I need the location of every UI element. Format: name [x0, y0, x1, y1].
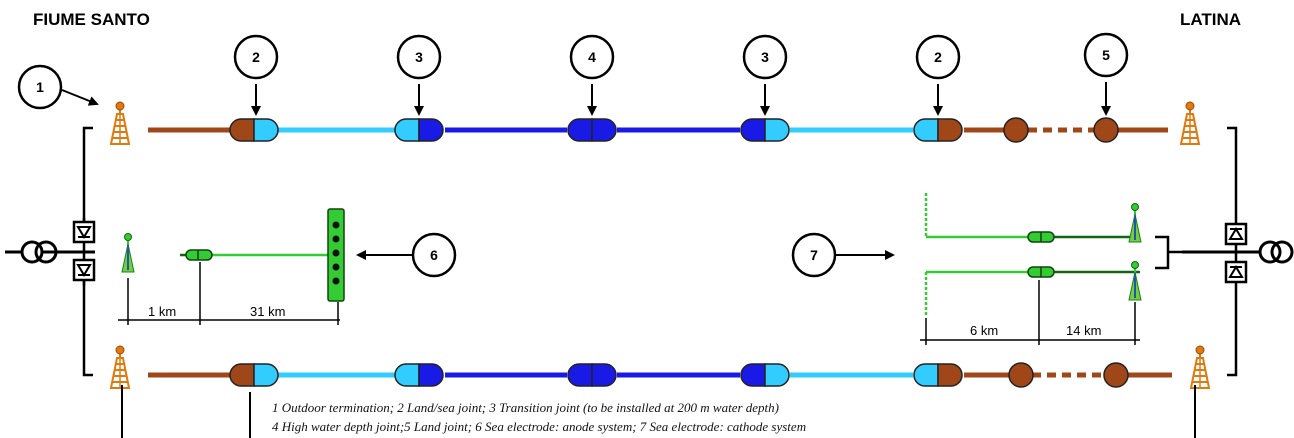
- callout-3: 3: [396, 34, 442, 116]
- high-water-depth-joint: [567, 363, 617, 387]
- cathode-distance-scale: [920, 280, 1140, 345]
- land-joint: [1093, 117, 1119, 143]
- land-sea-joint: [913, 363, 963, 387]
- svg-text:1: 1: [36, 79, 44, 95]
- callout-2: 2: [915, 34, 961, 116]
- distance-label-anode-sea: 31 km: [250, 304, 285, 319]
- converter-valve-icon: [1224, 222, 1248, 246]
- svg-text:4: 4: [588, 49, 596, 65]
- land-joint: [1003, 117, 1029, 143]
- distance-label-anode-land: 1 km: [148, 304, 176, 319]
- high-water-depth-joint: [567, 118, 617, 142]
- land-joint: [1008, 362, 1034, 388]
- outdoor-termination-icon: [110, 101, 130, 145]
- distance-label-cathode-sea: 14 km: [1066, 323, 1101, 338]
- anode-distance-scale: [118, 262, 340, 325]
- callout-3: 3: [742, 34, 788, 116]
- svg-text:7: 7: [810, 247, 818, 263]
- svg-text:6: 6: [430, 247, 438, 263]
- callout-4: 4: [569, 34, 615, 116]
- transition-joint: [394, 118, 444, 142]
- legend-caption-line-1: 1 Outdoor termination; 2 Land/sea joint;…: [272, 400, 779, 415]
- callout-5: 5: [1083, 32, 1129, 116]
- converter-valve-icon: [72, 258, 96, 282]
- outdoor-termination-icon: [1190, 345, 1210, 389]
- outdoor-termination-icon: [1180, 101, 1200, 145]
- svg-text:2: 2: [252, 49, 260, 65]
- site-label-latina: LATINA: [1180, 10, 1242, 29]
- anode-electrode-system: [121, 208, 345, 302]
- land-sea-joint: [229, 118, 279, 142]
- svg-text:3: 3: [761, 49, 769, 65]
- callout-6: 6: [356, 232, 457, 278]
- callout-7: 7: [791, 232, 895, 278]
- land-sea-joint: [913, 118, 963, 142]
- converter-station-right: [1155, 126, 1294, 438]
- converter-valve-icon: [72, 220, 96, 244]
- transition-joint: [394, 363, 444, 387]
- site-label-fiume-santo: FIUME SANTO: [33, 10, 150, 29]
- svg-text:5: 5: [1102, 47, 1110, 63]
- distance-label-cathode-land: 6 km: [970, 323, 998, 338]
- callout-1: 1: [17, 64, 99, 110]
- legend-caption-line-2: 4 High water depth joint;5 Land joint; 6…: [272, 419, 807, 434]
- svg-text:2: 2: [934, 49, 942, 65]
- converter-valve-icon: [1224, 260, 1248, 284]
- callout-2: 2: [233, 34, 279, 116]
- outdoor-termination-icon: [110, 345, 130, 389]
- land-sea-joint: [229, 363, 279, 387]
- land-joint: [1103, 362, 1129, 388]
- transition-joint: [740, 363, 790, 387]
- svg-text:3: 3: [415, 49, 423, 65]
- cathode-electrode-system: [924, 193, 1142, 316]
- transition-joint: [740, 118, 790, 142]
